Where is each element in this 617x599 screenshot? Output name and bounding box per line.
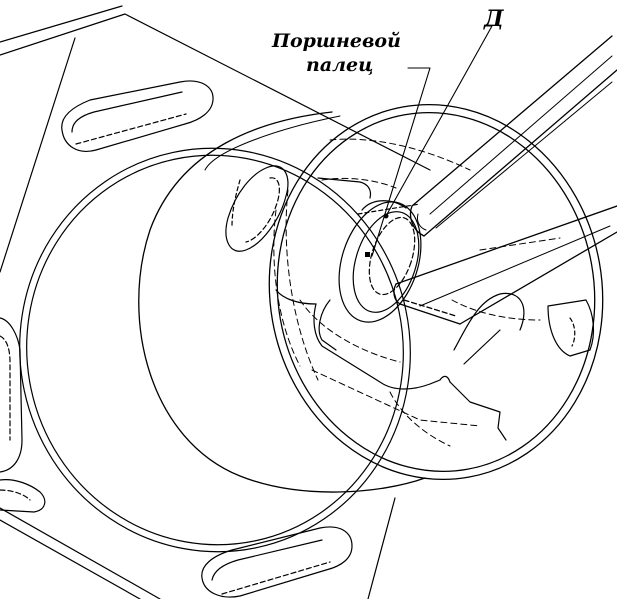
label-part-d: Д xyxy=(484,6,504,32)
piston-pin xyxy=(318,200,422,351)
part-d-rod xyxy=(393,35,617,325)
side-window xyxy=(225,165,289,252)
plate-slots xyxy=(0,80,353,598)
leader-part-d xyxy=(385,25,493,217)
label-piston-pin-line2: палец xyxy=(306,54,374,76)
slot-top xyxy=(61,80,214,152)
callout-leaders xyxy=(365,25,493,257)
slot-left xyxy=(0,317,23,473)
cylinder-body xyxy=(138,103,604,493)
slot-left-bottom xyxy=(0,479,46,513)
label-piston-pin-line1: Поршневой xyxy=(272,30,401,52)
leader-piston-pin xyxy=(371,67,431,257)
base-plate xyxy=(0,5,431,599)
interior-hidden-lines xyxy=(273,138,561,447)
interior-solid-lines xyxy=(275,177,595,441)
flange-ring xyxy=(19,147,411,553)
cylinder-mouth xyxy=(268,103,604,481)
slot-bottom xyxy=(201,526,353,598)
